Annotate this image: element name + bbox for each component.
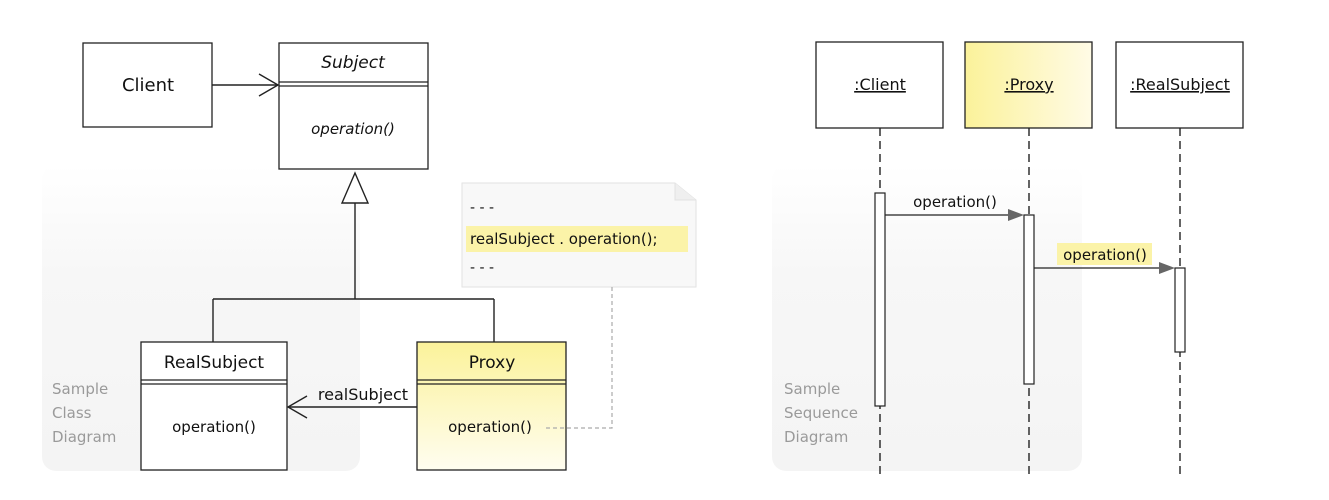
client-lifeline-label: :Client <box>854 75 906 94</box>
class-diagram-watermark-line2: Class <box>52 404 92 422</box>
message-2-highlight <box>1057 243 1152 265</box>
class-diagram-watermark-line3: Diagram <box>52 428 116 446</box>
message-1-label: operation() <box>913 193 997 211</box>
proxy-class-name: Proxy <box>469 353 516 373</box>
implementation-note: - - - realSubject . operation(); - - - <box>461 182 697 288</box>
client-activation <box>874 192 886 407</box>
generalization-connector <box>212 171 495 342</box>
class-diagram: Sample Class Diagram Client Subject oper… <box>42 42 697 471</box>
client-class-name: Client <box>122 75 174 96</box>
subject-interface: Subject operation() <box>278 42 429 170</box>
proxy-realsubject-association <box>286 395 417 419</box>
sequence-diagram-panel <box>772 165 1082 471</box>
real-subject-class: RealSubject operation() <box>140 341 288 471</box>
note-highlight <box>466 226 688 252</box>
sequence-diagram-watermark-line1: Sample <box>784 380 840 398</box>
message-2-label: operation() <box>1063 246 1147 264</box>
note-ellipsis-top: - - - <box>470 200 494 216</box>
client-class: Client <box>82 42 213 128</box>
sequence-diagram-watermark-line3: Diagram <box>784 428 848 446</box>
proxy-activation <box>1023 214 1035 385</box>
proxy-lifeline-label: :Proxy <box>1004 75 1053 94</box>
message-proxy-to-realsubject: operation() <box>1034 243 1175 274</box>
subject-operation: operation() <box>311 120 395 138</box>
proxy-class: Proxy operation() <box>416 341 567 471</box>
realsubject-lifeline-head: :RealSubject <box>1115 41 1244 129</box>
association-role-label: realSubject <box>318 385 408 404</box>
subject-interface-name: Subject <box>321 53 386 73</box>
note-ellipsis-bottom: - - - <box>470 260 494 276</box>
realsubject-lifeline-label: :RealSubject <box>1130 75 1230 94</box>
client-lifeline-head: :Client <box>815 41 944 129</box>
class-diagram-watermark-line1: Sample <box>52 380 108 398</box>
sequence-diagram: Sample Sequence Diagram :Client :Proxy :… <box>772 41 1244 478</box>
note-anchor-line <box>546 287 613 429</box>
sequence-diagram-watermark-line2: Sequence <box>784 404 858 422</box>
message-client-to-proxy: operation() <box>885 193 1024 221</box>
real-subject-class-name: RealSubject <box>164 353 265 373</box>
note-code-line: realSubject . operation(); <box>470 230 658 248</box>
client-subject-association <box>212 73 280 97</box>
proxy-lifeline-head: :Proxy <box>964 41 1093 129</box>
real-subject-operation: operation() <box>172 418 256 436</box>
realsubject-activation <box>1174 267 1186 353</box>
proxy-operation: operation() <box>448 418 532 436</box>
